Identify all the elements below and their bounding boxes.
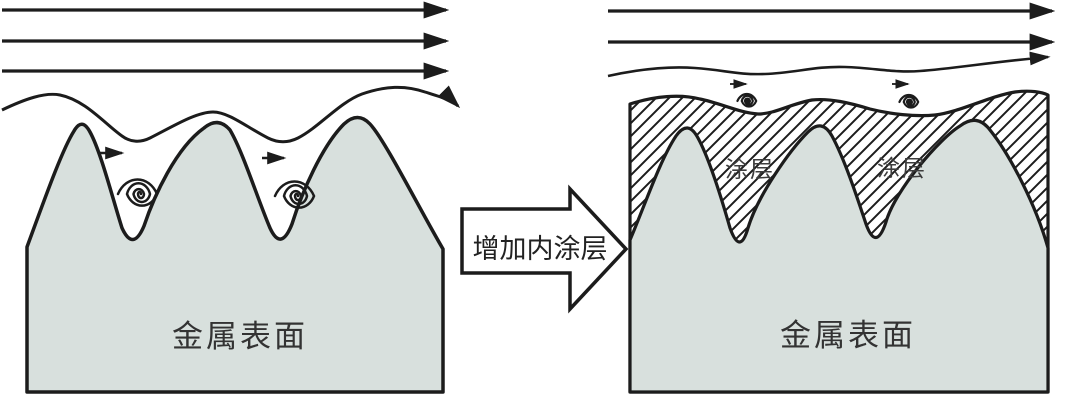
metal-body [25,115,445,394]
transition-block-arrow: 增加内涂层 [460,184,629,314]
coated-surface-panel: 涂层 涂层 金属表面 [607,2,1056,394]
coating-label: 涂层 [725,157,775,182]
separated-flow-line-icon [1,85,461,144]
valley-vortices [100,146,316,209]
smooth-flow-line-icon [607,51,1051,78]
flow-lines [2,1,450,80]
metal-surface-label: 金属表面 [172,319,308,354]
vortex-spiral-icon [116,178,159,207]
coating-label: 涂层 [877,156,927,181]
transition-label: 增加内涂层 [473,234,608,264]
rough-surface-panel: 金属表面 [1,1,461,394]
vortex-spiral-icon [736,92,758,108]
flow-lines [608,2,1056,51]
metal-body [628,118,1050,394]
metal-surface-label: 金属表面 [780,318,916,353]
block-arrow-icon [460,184,629,314]
vortex-spiral-icon [898,93,920,109]
residual-vortices [730,79,920,109]
